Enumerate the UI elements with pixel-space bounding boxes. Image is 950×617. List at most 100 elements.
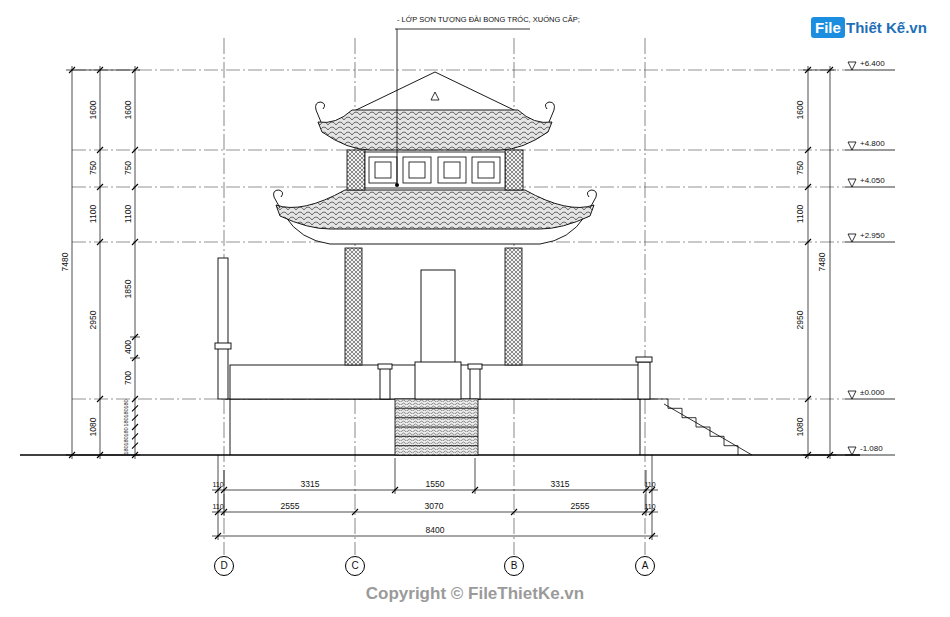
dimension-text: 180 xyxy=(124,427,130,436)
column xyxy=(505,248,522,365)
dimension-tick xyxy=(132,405,138,411)
dimension-tick xyxy=(649,487,655,493)
dimension-text: 1600 xyxy=(124,101,133,120)
dimension-text: 1600 xyxy=(796,101,805,120)
motif xyxy=(403,157,431,183)
dimension-text: 2555 xyxy=(281,502,300,511)
dimension-text: 1850 xyxy=(124,280,133,299)
dimension-text: 8400 xyxy=(426,526,445,535)
dimension-text: 110 xyxy=(644,481,655,488)
dimension-text: 3070 xyxy=(425,502,444,511)
dimension-tick xyxy=(642,509,648,515)
dimension-text: 180 xyxy=(124,408,130,417)
elevation-label: ±0.000 xyxy=(860,389,884,397)
dimension-tick xyxy=(97,67,103,73)
dimension-tick xyxy=(215,487,221,493)
dimension-tick xyxy=(132,334,138,340)
dimension-tick xyxy=(392,487,398,493)
dimension-tick xyxy=(805,184,811,190)
upper-roof xyxy=(318,110,552,150)
motif xyxy=(472,157,500,183)
dimension-text: 1080 xyxy=(89,418,98,437)
dimension-text: 7480 xyxy=(61,253,70,272)
elevation-label: -1.080 xyxy=(860,445,883,453)
motif xyxy=(444,162,460,178)
axis-letter: B xyxy=(511,561,518,571)
dimension-line xyxy=(72,66,73,459)
post-cap xyxy=(378,364,392,369)
dimension-tick xyxy=(215,533,221,539)
grid-axis-bubble: D xyxy=(214,556,234,576)
elevation-label: +4.050 xyxy=(860,177,885,185)
elevation-label: +4.800 xyxy=(860,140,885,148)
dimension-text: 1100 xyxy=(796,205,805,223)
dimension-tick xyxy=(132,239,138,245)
dimension-tick xyxy=(97,452,103,458)
logo-word: File xyxy=(815,20,841,35)
elevation-label: +2.950 xyxy=(860,232,885,240)
dimension-text: 110 xyxy=(212,481,223,488)
dimension-line xyxy=(212,536,658,537)
axis-line xyxy=(645,38,646,555)
dimension-tick xyxy=(221,509,227,515)
logo-box: File xyxy=(811,17,845,38)
dimension-text: 180 xyxy=(124,399,130,408)
dimension-text: 400 xyxy=(124,340,133,354)
dimension-tick xyxy=(472,487,478,493)
stair-profile xyxy=(655,399,738,455)
elevation-markers xyxy=(845,62,895,455)
dimension-tick xyxy=(827,452,833,458)
extension-line xyxy=(66,70,836,455)
dimension-lines xyxy=(66,66,836,540)
dimension-text: 750 xyxy=(89,161,98,175)
motif xyxy=(438,157,466,183)
roof-curl xyxy=(587,190,596,208)
motif xyxy=(375,162,391,178)
dimension-text: 1100 xyxy=(124,205,133,223)
dimension-tick xyxy=(221,487,227,493)
axis-letter: A xyxy=(642,561,649,571)
flag-post xyxy=(218,258,228,399)
dimension-tick xyxy=(511,509,517,515)
dimension-ticks xyxy=(69,67,833,539)
axis-letter: D xyxy=(220,561,227,571)
dimension-tick xyxy=(132,67,138,73)
panel-motifs xyxy=(369,157,500,183)
parapet-post xyxy=(638,362,650,399)
dimension-text: 750 xyxy=(796,161,805,175)
elevation-label: +6.400 xyxy=(860,60,885,68)
dimension-text: 700 xyxy=(124,371,133,385)
leader-dot xyxy=(395,183,399,187)
column xyxy=(345,248,362,365)
dimension-tick xyxy=(132,184,138,190)
dimension-text: 110 xyxy=(212,503,223,510)
dimension-tick xyxy=(805,452,811,458)
motif xyxy=(369,157,397,183)
lower-roof xyxy=(276,190,594,229)
leader-line xyxy=(395,29,530,183)
stair-slope xyxy=(664,404,752,455)
ornament-panel xyxy=(365,152,505,188)
podium xyxy=(215,258,655,455)
dimension-line xyxy=(830,66,831,459)
dimension-tick xyxy=(132,415,138,421)
dimension-text: 3315 xyxy=(301,480,320,489)
dimension-tick xyxy=(352,509,358,515)
gable-vent xyxy=(431,92,439,100)
dimension-tick xyxy=(827,67,833,73)
note-text: - LỚP SƠN TƯỢNG ĐÀI BONG TRÓC, XUỐNG CẤP… xyxy=(397,16,580,24)
stair-treads xyxy=(395,408,478,445)
roof-curl xyxy=(545,102,554,122)
dimension-tick xyxy=(132,147,138,153)
motif xyxy=(409,162,425,178)
dimension-text: 1100 xyxy=(89,205,98,223)
dimension-tick xyxy=(215,509,221,515)
dimension-text: 1600 xyxy=(89,101,98,120)
dimension-tick xyxy=(132,452,138,458)
dimension-tick xyxy=(132,424,138,430)
dimension-text: 2555 xyxy=(571,502,590,511)
front-stairs xyxy=(395,399,478,455)
post-cap xyxy=(636,357,652,362)
watermark-text: Copyright © FileThietKe.vn xyxy=(366,585,584,602)
